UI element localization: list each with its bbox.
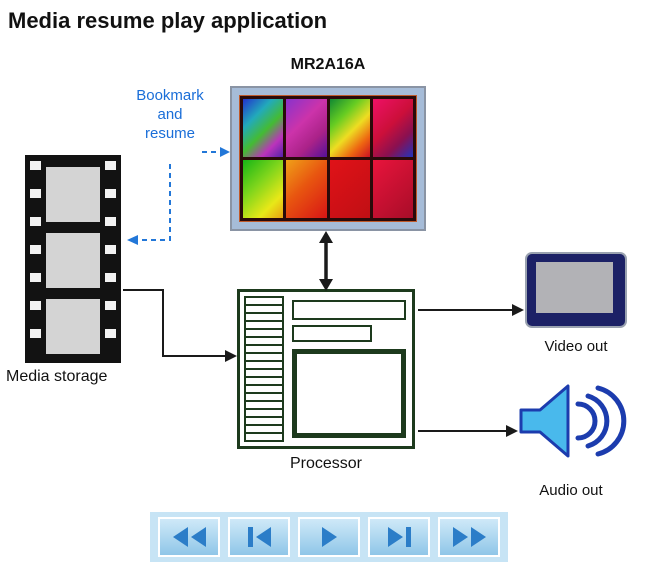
processor-memory-stripes — [244, 296, 284, 442]
processor-label: Processor — [289, 455, 363, 472]
rewind-button[interactable] — [158, 517, 220, 557]
die-cell — [372, 99, 413, 157]
processor-sub-block — [292, 325, 372, 342]
storage-processor-link — [123, 289, 226, 357]
processor-core-block — [292, 349, 406, 438]
chip-die-grid — [239, 95, 417, 222]
die-cell — [286, 99, 327, 157]
mram-chip-image — [230, 86, 426, 231]
processor-block — [237, 289, 415, 449]
bookmark-storage-link — [138, 164, 171, 241]
audio-out-label: Audio out — [539, 482, 603, 499]
page-title: Media resume play application — [8, 8, 328, 33]
rewind-icon — [172, 527, 188, 547]
skip-back-icon — [255, 527, 271, 547]
skip-forward-icon — [405, 527, 411, 547]
play-button[interactable] — [298, 517, 360, 557]
die-cell — [329, 99, 370, 157]
skip-back-button[interactable] — [228, 517, 290, 557]
skip-forward-icon — [387, 527, 403, 547]
film-frame — [46, 233, 100, 288]
fast-forward-icon — [470, 527, 486, 547]
processor-sub-block — [292, 300, 406, 320]
skip-forward-button[interactable] — [368, 517, 430, 557]
die-cell — [372, 160, 413, 218]
player-bar — [150, 512, 508, 562]
bookmark-resume-note: Bookmark and resume — [136, 87, 204, 142]
chip-part-number: MR2A16A — [290, 56, 366, 73]
media-storage-label: Media storage — [6, 368, 108, 385]
play-icon — [321, 527, 337, 547]
video-out-label: Video out — [544, 338, 608, 355]
die-cell — [243, 160, 284, 218]
fast-forward-icon — [452, 527, 468, 547]
monitor-screen — [536, 262, 613, 313]
skip-back-icon — [247, 527, 253, 547]
film-frame — [46, 299, 100, 354]
die-cell — [286, 160, 327, 218]
rewind-icon — [190, 527, 206, 547]
monitor-icon — [525, 252, 627, 328]
film-strip-icon — [25, 155, 121, 363]
fast-forward-button[interactable] — [438, 517, 500, 557]
speaker-icon — [519, 384, 627, 458]
die-cell — [243, 99, 284, 157]
film-frame — [46, 167, 100, 222]
die-cell — [329, 160, 370, 218]
